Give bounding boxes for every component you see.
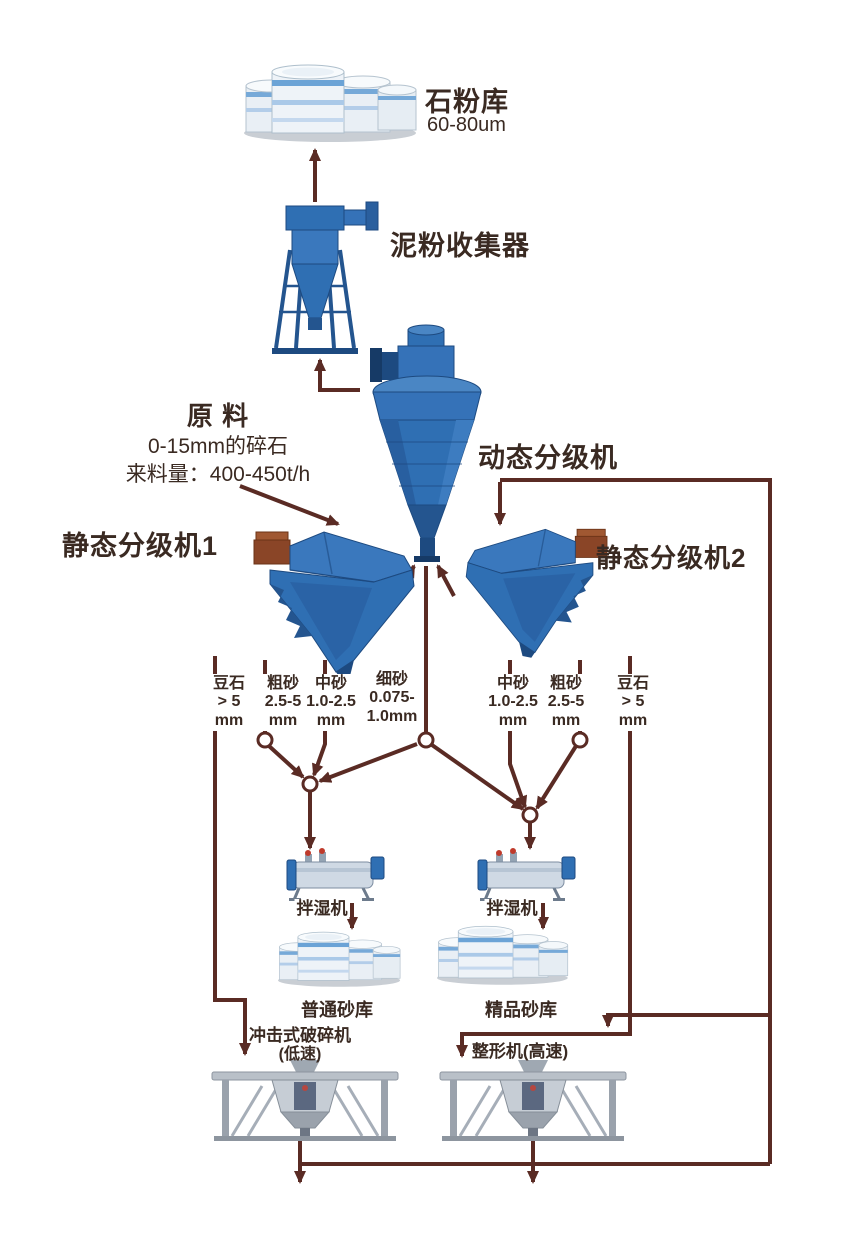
mixer-left-label: 拌湿机 xyxy=(294,899,350,919)
powder-silo-image xyxy=(243,64,417,143)
mixer-right-image xyxy=(476,846,577,903)
junction-coarse-right xyxy=(571,731,589,749)
impact-crusher-image xyxy=(210,1058,400,1143)
flow-pebble-left-to-crusher xyxy=(213,656,251,1056)
collector-image xyxy=(272,201,379,354)
static-classifier-1-image xyxy=(253,531,415,679)
junction-fine-center xyxy=(417,731,435,749)
static-classifier-2-image xyxy=(465,528,608,659)
powder-silo-sublabel: 60-80um xyxy=(427,114,506,136)
flow-coarse-right-merge xyxy=(535,744,578,810)
mixer-left-image xyxy=(285,846,386,903)
flow-recirc-branch-to-shaper xyxy=(602,1013,770,1028)
feed-rate: 来料量：400-450t/h xyxy=(125,463,311,486)
junction-merge-left xyxy=(301,775,319,793)
ordinary-sand-silo-label: 普通砂库 xyxy=(301,1000,373,1020)
stream-label-medium-right: 中砂 1.0-2.5 mm xyxy=(485,674,541,732)
feed-title: 原 料 xyxy=(186,401,250,431)
powder-silo-label: 石粉库 xyxy=(425,87,509,117)
static-classifier-2-label: 静态分级机2 xyxy=(596,543,747,573)
stream-label-coarse-right: 粗砂 2.5-5 mm xyxy=(544,674,588,732)
shaping-machine-label: 整形机(高速) xyxy=(471,1042,569,1061)
premium-sand-silo-label: 精品砂库 xyxy=(485,1000,557,1020)
flow-fine-to-merge-left xyxy=(318,742,418,783)
feed-spec: 0-15mm的碎石 xyxy=(147,435,289,458)
junction-nodes xyxy=(256,731,589,824)
stream-label-pebble-left: 豆石 > 5 mm xyxy=(209,674,249,732)
flow-fine-to-merge-right xyxy=(430,743,525,811)
flow-recirc-spine xyxy=(500,478,772,1164)
dynamic-classifier-label: 动态分级机 xyxy=(478,443,618,473)
junction-coarse-left xyxy=(256,731,274,749)
impact-crusher-label: 冲击式破碎机 (低速) xyxy=(249,1026,351,1063)
ordinary-sand-silo-image xyxy=(277,931,401,988)
premium-sand-silo-image xyxy=(436,925,569,986)
static-classifier-1-label: 静态分级机1 xyxy=(62,531,219,561)
junction-merge-right xyxy=(521,806,539,824)
stream-label-medium-left: 中砂 1.0-2.5 mm xyxy=(303,674,359,732)
flow-dynamic-to-collector xyxy=(314,358,360,392)
flow-pebble-right-to-shaper xyxy=(456,656,632,1058)
mixer-right-label: 拌湿机 xyxy=(484,899,540,919)
flow-coarse-left-merge xyxy=(267,744,305,779)
stream-label-coarse-left: 粗砂 2.5-5 mm xyxy=(261,674,305,732)
shaping-machine-image xyxy=(438,1058,628,1143)
stream-label-pebble-right: 豆石 > 5 mm xyxy=(613,674,653,732)
collector-label: 泥粉收集器 xyxy=(390,231,530,261)
dynamic-classifier-image xyxy=(370,324,482,562)
flow-return-right xyxy=(436,564,456,597)
flow-feed-to-dynamic xyxy=(239,484,340,526)
stream-label-fine-center: 细砂 0.075- 1.0mm xyxy=(363,670,421,728)
